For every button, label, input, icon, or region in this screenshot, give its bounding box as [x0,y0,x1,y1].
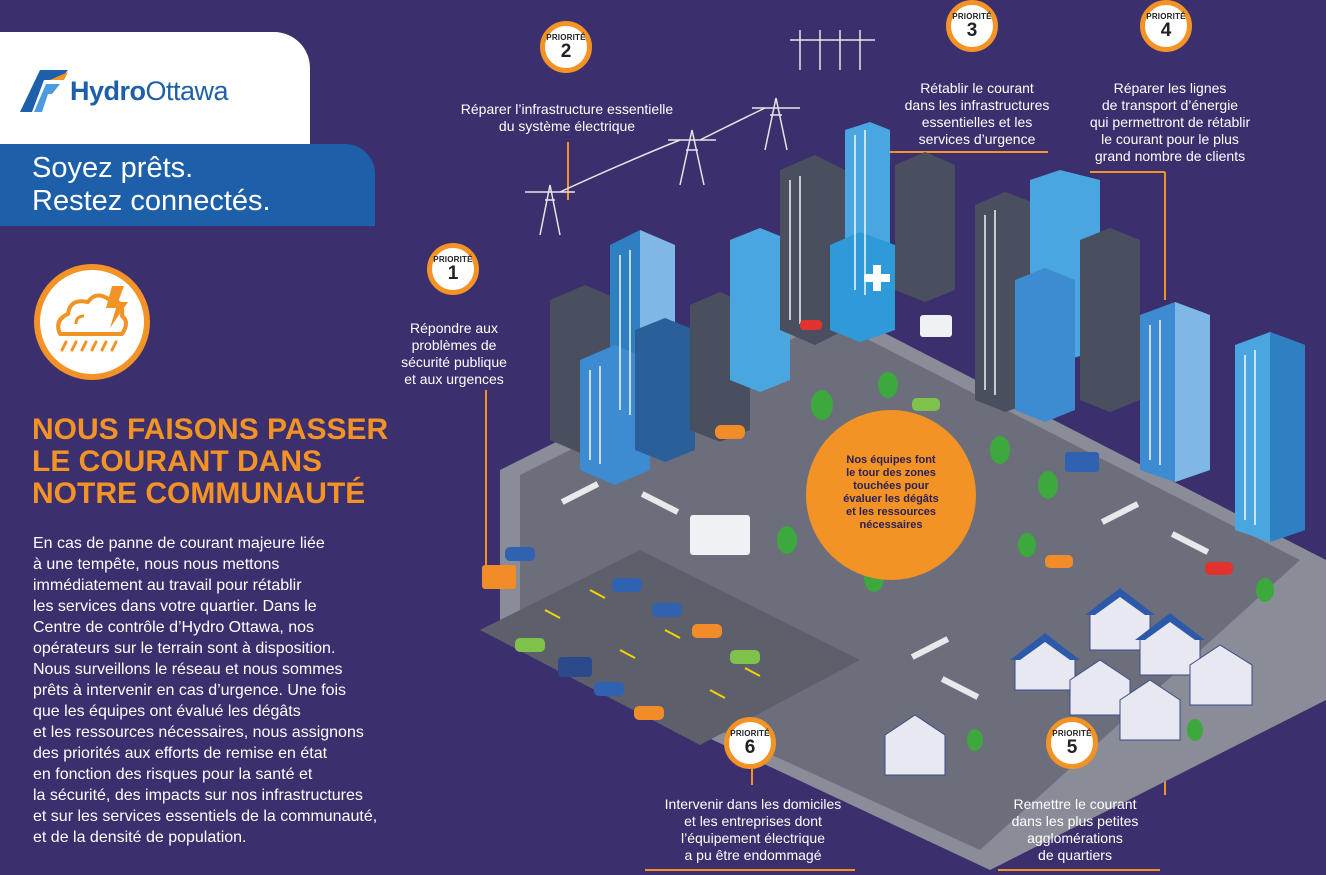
hydro-ottawa-logo-icon [20,70,68,112]
brand-name-regular: Ottawa [145,76,229,106]
priority-label: PRIORITÉ [546,33,586,42]
priority-6-caption: Intervenir dans les domiciles et les ent… [640,796,866,864]
caption-line: services d’urgence [918,131,1036,147]
body-line: En cas de panne de courant majeure liée [33,535,325,552]
brand-name-bold: Hydro [70,76,146,106]
caption-line: Réparer les lignes [1113,80,1227,96]
priority-label: PRIORITÉ [433,255,473,264]
heading-line2: LE COURANT DANS [32,445,322,478]
body-line: les services dans votre quartier. Dans l… [33,598,317,615]
caption-line: dans les plus petites [1011,813,1139,829]
priority-3-badge: PRIORITÉ 3 [946,0,998,52]
priority-3-caption: Rétablir le courant dans les infrastruct… [882,80,1072,148]
body-paragraph: En cas de panne de courant majeure liée … [33,533,433,848]
heading-line1: NOUS FAISONS PASSER [32,413,389,446]
priority-5-caption: Remettre le courant dans les plus petite… [985,796,1165,864]
body-line: en fonction des risques pour la santé et [33,766,313,783]
body-line: immédiatement au travail pour rétablir [33,577,302,594]
priority-4-badge: PRIORITÉ 4 [1140,0,1192,52]
caption-line: Intervenir dans les domiciles [664,796,842,812]
priority-1-badge: PRIORITÉ 1 [427,243,479,295]
caption-line: Rétablir le courant [920,80,1034,96]
tagline-panel: Soyez prêts. Restez connectés. [0,144,375,226]
logo-panel: HydroOttawa [0,32,310,144]
teams-line: le tour des zones [846,467,936,479]
tagline-line2: Restez connectés. [32,185,271,217]
priority-6-badge: PRIORITÉ 6 [724,717,776,769]
caption-line: l’équipement électrique [681,830,825,846]
body-line: et les ressources nécessaires, nous assi… [33,724,364,741]
priority-number: 3 [966,20,978,41]
body-line: Centre de contrôle d’Hydro Ottawa, nos [33,619,315,636]
body-line: et de la densité de population. [33,829,247,846]
teams-note-text: Nos équipes font le tour des zones touch… [820,454,962,532]
caption-line: sécurité publique [401,354,507,370]
caption-line: du système électrique [498,118,636,134]
teams-note-circle: Nos équipes font le tour des zones touch… [806,410,976,580]
medical-cross-icon [864,265,890,291]
brand-name: HydroOttawa [70,76,229,107]
teams-line: nécessaires [859,519,923,531]
priority-number: 1 [447,263,459,284]
caption-line: a pu être endommagé [684,847,822,863]
caption-line: Répondre aux [410,320,498,336]
caption-line: essentielles et les [921,114,1033,130]
heading-line3: NOTRE COMMUNAUTÉ [32,477,366,510]
caption-line: et les entreprises dont [684,813,822,829]
priority-label: PRIORITÉ [952,12,992,21]
tagline-line1: Soyez prêts. [32,152,194,184]
teams-line: évaluer les dégâts [843,493,939,505]
main-heading: NOUS FAISONS PASSER LE COURANT DANS NOTR… [32,414,462,510]
body-line: opérateurs sur le terrain sont à disposi… [33,640,336,657]
caption-line: dans les infrastructures [904,97,1050,113]
priority-4-caption: Réparer les lignes de transport d’énergi… [1070,80,1270,165]
teams-line: et les ressources [846,506,936,518]
caption-line: de transport d’énergie [1101,97,1239,113]
priority-label: PRIORITÉ [1052,729,1092,738]
caption-line: le courant pour le plus [1101,131,1239,147]
body-line: que les équipes ont évalué les dégâts [33,703,301,720]
body-line: prêts à intervenir en cas d’urgence. Une… [33,682,347,699]
caption-line: Remettre le courant [1013,796,1137,812]
body-line: Nous surveillons le réseau et nous somme… [33,661,343,678]
priority-2-caption: Réparer l’infrastructure essentielle du … [428,101,706,135]
priority-1-caption: Répondre aux problèmes de sécurité publi… [366,320,542,388]
tagline: Soyez prêts. Restez connectés. [32,152,271,218]
caption-line: de quartiers [1038,847,1112,863]
priority-label: PRIORITÉ [730,729,770,738]
caption-line: et aux urgences [404,371,504,387]
body-line: la sécurité, des impacts sur nos infrast… [33,787,363,804]
caption-line: Réparer l’infrastructure essentielle [460,101,674,117]
priority-number: 2 [560,41,572,62]
priority-2-badge: PRIORITÉ 2 [540,21,592,73]
priority-number: 6 [744,737,756,758]
caption-line: problèmes de [411,337,497,353]
caption-line: qui permettront de rétablir [1089,114,1251,130]
caption-line: agglomérations [1027,830,1123,846]
priority-number: 4 [1160,20,1172,41]
caption-line: grand nombre de clients [1094,148,1246,164]
teams-line: Nos équipes font [846,454,936,466]
teams-line: touchées pour [853,480,929,492]
body-line: des priorités aux efforts de remise en é… [33,745,328,762]
body-line: et sur les services essentiels de la com… [33,808,378,825]
storm-cloud-lightning-icon [34,264,150,380]
priority-5-badge: PRIORITÉ 5 [1046,717,1098,769]
priority-number: 5 [1066,737,1078,758]
priority-label: PRIORITÉ [1146,12,1186,21]
body-line: à une tempête, nous nous mettons [33,556,280,573]
